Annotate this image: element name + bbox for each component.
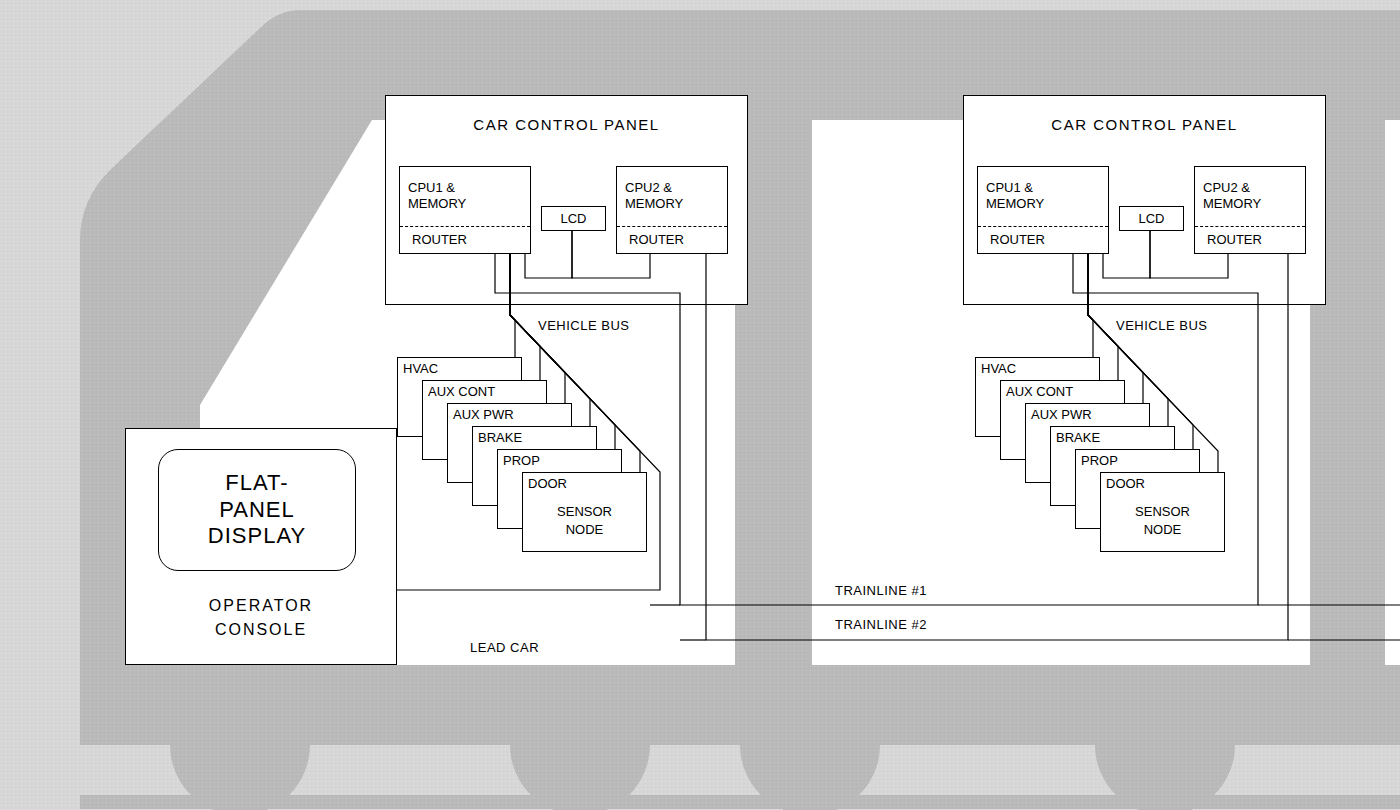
node-label: LCD bbox=[542, 207, 605, 230]
trainline-wire bbox=[1258, 604, 1400, 605]
control-panel: CAR CONTROL PANELCPU1 & MEMORYROUTERLCDC… bbox=[385, 95, 748, 305]
cpu-router-box: CPU2 & MEMORYROUTER bbox=[1194, 166, 1306, 254]
car-interior bbox=[812, 120, 1310, 665]
bus-label: VEHICLE BUS bbox=[538, 318, 629, 333]
node-label: AUX PWR bbox=[448, 404, 571, 426]
node-label: AUX CONT bbox=[1001, 381, 1124, 403]
node-label: CPU2 & MEMORY bbox=[617, 167, 727, 227]
bus-wire bbox=[510, 254, 515, 357]
node-label: FLAT-PANEL DISPLAY bbox=[201, 470, 313, 549]
node-sublabel: ROUTER bbox=[978, 227, 1108, 248]
trainline-label: TRAINLINE #2 bbox=[835, 617, 927, 632]
node-label: CAR CONTROL PANEL bbox=[964, 96, 1325, 134]
node-label: AUX CONT bbox=[423, 381, 546, 403]
train-body bbox=[80, 10, 1400, 745]
sensor-node-card: DOOR SENSOR NODE bbox=[522, 472, 647, 552]
control-panel: CAR CONTROL PANELCPU1 & MEMORYROUTERLCDC… bbox=[963, 95, 1326, 305]
trainline-wire bbox=[1288, 639, 1400, 640]
node-label: LCD bbox=[1120, 207, 1183, 230]
node-label: PROP bbox=[1076, 450, 1199, 472]
node-label: DOOR bbox=[523, 473, 646, 495]
operator-console: OPERATOR CONSOLE FLAT-PANEL DISPLAY bbox=[125, 428, 397, 665]
node-label: AUX PWR bbox=[1026, 404, 1149, 426]
node-label: HVAC bbox=[398, 358, 521, 380]
bus-wire bbox=[525, 231, 572, 278]
node-label: CPU1 & MEMORY bbox=[400, 167, 530, 227]
bus-wire bbox=[1088, 254, 1093, 357]
lcd-box: LCD bbox=[541, 206, 606, 231]
node-label: PROP bbox=[498, 450, 621, 472]
node-sublabel: ROUTER bbox=[1195, 227, 1305, 248]
node-label: HVAC bbox=[976, 358, 1099, 380]
bus-label: VEHICLE BUS bbox=[1116, 318, 1207, 333]
node-sublabel: SENSOR NODE bbox=[1123, 503, 1203, 541]
node-label: BRAKE bbox=[473, 427, 596, 449]
trainline-wire bbox=[680, 639, 706, 640]
lcd-box: LCD bbox=[1119, 206, 1184, 231]
trainline-wire bbox=[650, 604, 680, 605]
cpu-router-box: CPU1 & MEMORYROUTER bbox=[977, 166, 1109, 254]
cpu-router-box: CPU1 & MEMORYROUTER bbox=[399, 166, 531, 254]
node-label: CPU2 & MEMORY bbox=[1195, 167, 1305, 227]
node-label: CPU1 & MEMORY bbox=[978, 167, 1108, 227]
panel-ground bbox=[963, 95, 1326, 305]
bus-wire bbox=[1103, 231, 1150, 278]
node-sublabel: SENSOR NODE bbox=[545, 503, 625, 541]
node-label: OPERATOR CONSOLE bbox=[181, 594, 341, 642]
node-label: DOOR bbox=[1101, 473, 1224, 495]
bus-wire bbox=[706, 254, 1288, 640]
trainline-label: TRAINLINE #1 bbox=[835, 583, 927, 598]
cpu-router-box: CPU2 & MEMORYROUTER bbox=[616, 166, 728, 254]
flat-panel-display: FLAT-PANEL DISPLAY bbox=[158, 449, 356, 571]
node-label: BRAKE bbox=[1051, 427, 1174, 449]
panel-ground bbox=[385, 95, 748, 305]
sensor-node-card: DOOR SENSOR NODE bbox=[1100, 472, 1225, 552]
node-sublabel: ROUTER bbox=[617, 227, 727, 248]
bus-wire bbox=[495, 254, 1258, 605]
car-interior bbox=[1385, 120, 1400, 665]
node-label: CAR CONTROL PANEL bbox=[386, 96, 747, 134]
node-sublabel: ROUTER bbox=[400, 227, 530, 248]
car-label: LEAD CAR bbox=[470, 640, 539, 655]
